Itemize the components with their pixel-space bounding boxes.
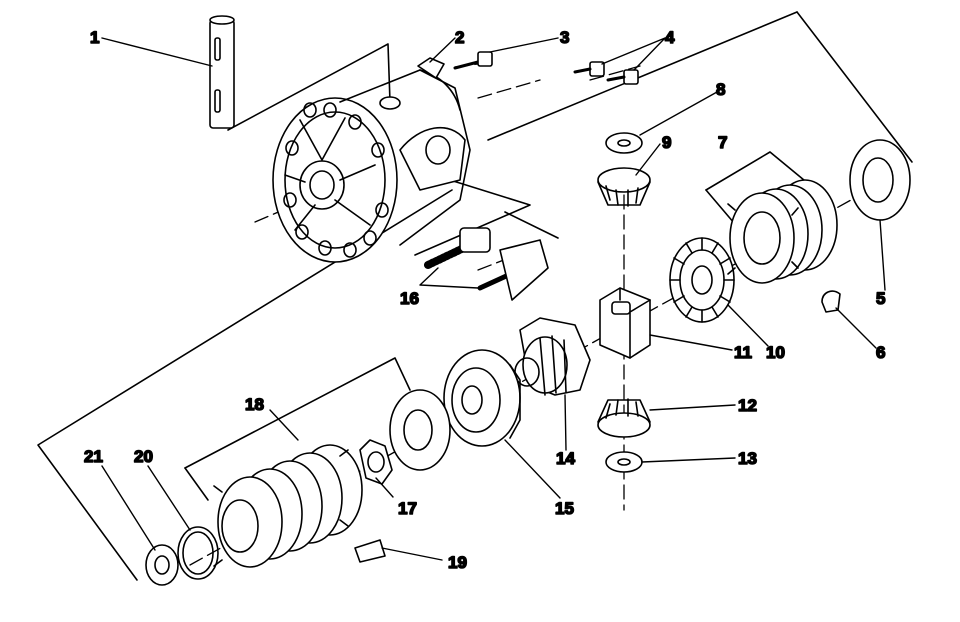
callout-13: 13	[738, 449, 757, 468]
leader-line-18	[269, 409, 299, 441]
leader-line-14	[564, 394, 567, 451]
bracket-line	[184, 467, 209, 501]
part-10-side-gear	[669, 237, 735, 323]
callout-14: 14	[556, 449, 575, 468]
assembly-brackets	[37, 11, 913, 581]
part-15-gear-disc	[443, 349, 521, 447]
bracket-line	[487, 11, 798, 141]
part-21-washer	[145, 544, 179, 586]
callout-5: 5	[876, 289, 885, 308]
leader-line-5	[879, 219, 886, 291]
part-16-spring-assembly	[424, 227, 549, 301]
leader-line-15	[504, 439, 561, 499]
leader-line-1	[101, 37, 213, 67]
callout-16: 16	[400, 289, 419, 308]
axis-line	[589, 65, 641, 81]
bracket-line	[504, 211, 559, 239]
bracket-line	[705, 151, 811, 191]
callout-8: 8	[716, 80, 725, 99]
leader-line-17	[375, 477, 394, 498]
part-6-guide-clip	[821, 290, 841, 313]
leader-line-3	[489, 37, 559, 53]
callout-17: 17	[398, 499, 417, 518]
leader-line-10	[727, 304, 769, 347]
part-13-thrust-washer	[605, 451, 643, 473]
leader-line-21	[101, 465, 156, 551]
leader-line-19	[381, 547, 443, 561]
callout-labels: 1 2 3 4 5 6 7 8 9 10 11 12 13 14 15 16 1…	[83, 27, 886, 573]
leader-line-20	[147, 465, 191, 531]
part-7-clutch-pack	[727, 179, 838, 284]
part-19-clip	[354, 539, 386, 563]
leader-line-12	[649, 404, 736, 411]
callout-18: 18	[245, 395, 264, 414]
part-4-bolts	[573, 61, 639, 85]
part-5-shim	[849, 139, 911, 221]
callout-4: 4	[665, 28, 675, 47]
callout-21: 21	[84, 447, 103, 466]
bracket-line	[37, 189, 453, 581]
part-12-pinion-gear	[597, 398, 651, 438]
part-18-clutch-pack	[213, 444, 363, 568]
callout-12: 12	[738, 396, 757, 415]
axis-line	[477, 79, 541, 99]
part-2-retainer	[417, 57, 445, 79]
callout-7: 7	[718, 133, 727, 152]
leader-lines	[101, 37, 886, 561]
callout-3: 3	[560, 28, 569, 47]
leader-line-6	[835, 307, 877, 349]
part-1-pinion-shaft	[209, 15, 235, 129]
part-8-thrust-washer	[605, 132, 643, 154]
leader-line-2	[429, 37, 456, 63]
callout-19: 19	[448, 553, 467, 572]
bracket-line	[184, 357, 411, 469]
part-20-snap-ring	[177, 526, 219, 580]
leader-line-8	[639, 91, 718, 136]
callout-20: 20	[134, 447, 153, 466]
callout-1: 1	[90, 28, 99, 47]
callout-11: 11	[734, 343, 752, 362]
callout-6: 6	[876, 343, 885, 362]
leader-line-4	[601, 37, 666, 71]
leader-line-13	[641, 457, 736, 463]
part-17-guide	[359, 439, 393, 485]
leader-line-11	[649, 334, 733, 351]
callout-15: 15	[555, 499, 574, 518]
part-differential-case	[272, 69, 471, 263]
part-11-cross-block	[599, 287, 651, 359]
part-14-side-gear	[514, 317, 591, 396]
leader-line-16	[419, 267, 479, 289]
part-clutch-plate	[389, 389, 451, 471]
callout-9: 9	[662, 133, 671, 152]
bracket-line	[796, 11, 913, 163]
leader-line-9	[635, 143, 661, 176]
bracket-line	[414, 179, 531, 256]
callout-10: 10	[766, 343, 785, 362]
part-3-bolt	[453, 51, 493, 70]
callout-2: 2	[455, 28, 464, 47]
